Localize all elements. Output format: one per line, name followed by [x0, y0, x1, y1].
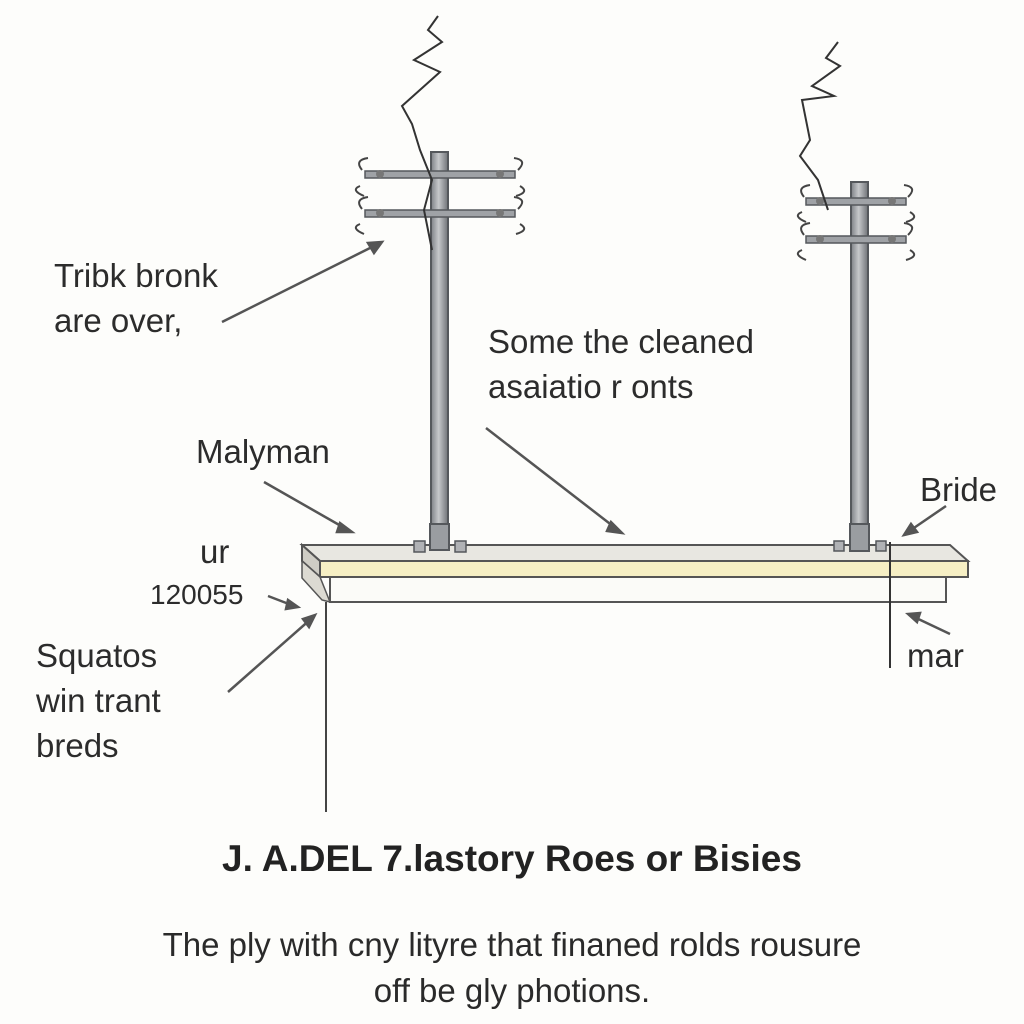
label-line: Tribk bronk [54, 257, 218, 294]
label-line: Squatos [36, 637, 158, 674]
label-tribk-bronk: Tribk bronk are over, [54, 254, 218, 344]
label-ur: ur [200, 533, 230, 570]
left-utility-pole [354, 15, 526, 553]
caption-line: off be gly photions. [373, 972, 651, 1010]
label-line: asaiatio r onts [488, 367, 694, 405]
label-bride: Bride [920, 471, 998, 508]
caption-title: J. A.DEL 7.lastory Roes or Bisies [222, 838, 802, 879]
caption-body: The ply with cny lityre that finaned rol… [0, 922, 1024, 1014]
wire-zigzag-left [400, 15, 444, 251]
label-malyman: Malyman [196, 433, 330, 470]
label-squatos: Squatos win trant breds [36, 634, 161, 769]
annotation-arrows [221, 240, 951, 693]
label-line: breds [36, 726, 119, 764]
platform [299, 542, 971, 668]
label-line: are over, [54, 301, 183, 339]
label-number: 120055 [150, 579, 244, 610]
label-mar: mar [907, 637, 964, 674]
label-line: win trant [36, 681, 161, 719]
wire-zigzag-right [798, 41, 842, 211]
caption-line: The ply with cny lityre that finaned rol… [162, 926, 862, 963]
label-line: Some the cleaned [488, 323, 755, 360]
label-some-cleaned: Some the cleaned asaiatio r onts [488, 320, 754, 410]
right-utility-pole [796, 41, 916, 552]
